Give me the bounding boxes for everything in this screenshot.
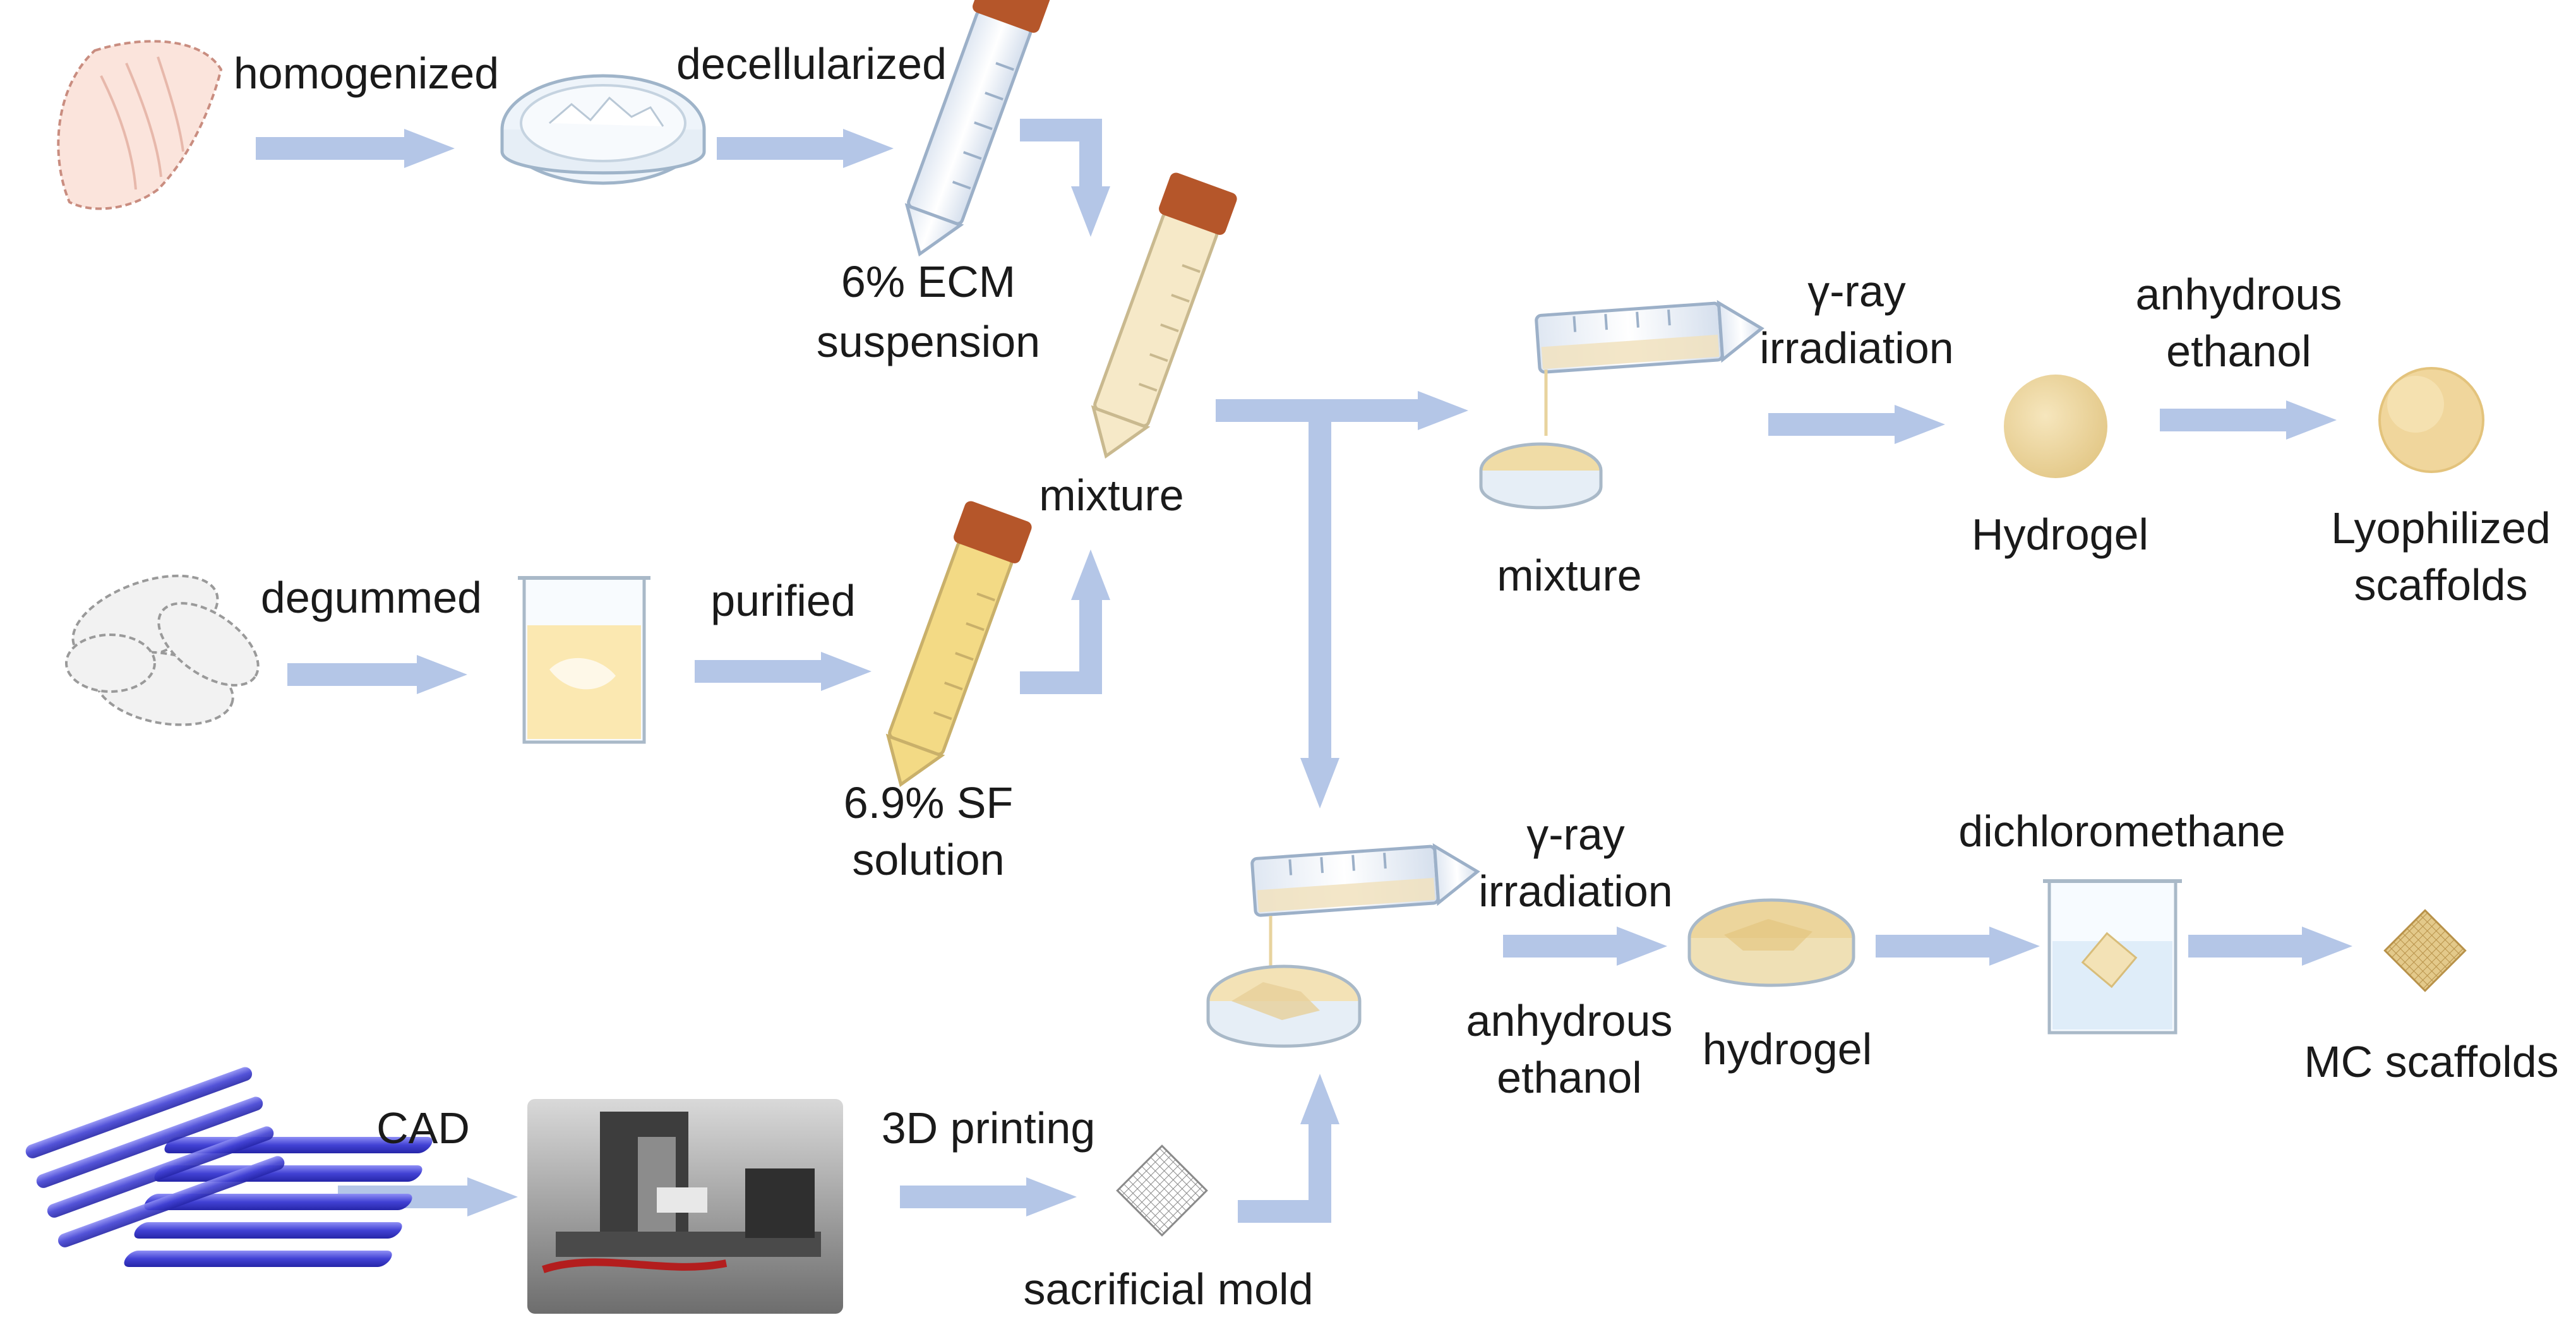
gamma-irradiation-label-line2: irradiation [1478,867,1672,916]
arrow-gamma-lower [1503,927,1667,966]
tissue-icon [57,40,223,210]
arrow-homogenized [256,129,455,168]
arrow-3d-printing [900,1177,1077,1216]
bioprinter-photo-icon [527,1099,843,1314]
hydrogel-disc-icon [2004,375,2107,478]
hydrogel-label: hydrogel [1703,1024,1872,1074]
centrifuge-tube-icon [1091,172,1237,459]
sacrificial-mold-label: sacrificial mold [1024,1264,1314,1314]
step-label-3d-printing: 3D printing [882,1103,1096,1153]
anhydrous-ethanol-label-line2: ethanol [2166,327,2311,376]
arrow-degummed [287,655,467,694]
step-label-purified: purified [710,576,856,625]
lyophilized-disc-icon [2378,367,2484,473]
step-label-decellularized: decellularized [676,39,947,88]
sf-solution-label-line1: 6.9% SF [844,778,1013,827]
centrifuge-tube-icon [885,501,1032,788]
lyophilized-scaffolds-label-line2: scaffolds [2354,560,2528,609]
petri-dish-icon [500,74,706,185]
gamma-irradiation-label-line2: irradiation [1759,323,1953,373]
gamma-irradiation-label-line1: γ-ray [1807,267,1906,316]
grid-mold-icon [1116,1144,1208,1237]
petri-dish-icon [1687,898,1855,987]
pouring-tube-icon [1479,300,1764,510]
pouring-tube-icon [1206,843,1480,1048]
mc-scaffolds-label: MC scaffolds [2304,1037,2558,1086]
beaker-icon [518,576,650,744]
arrow-ethanol-upper [2160,400,2337,440]
centrifuge-tube-icon [904,0,1051,257]
arrow-dcm-to-mc [2188,927,2352,966]
step-label-degummed: degummed [261,573,482,622]
mixture-label: mixture [1497,551,1641,600]
arrow-elbow-mold-up [1300,1074,1339,1223]
arrow-hydrogel-to-dcm [1876,927,2040,966]
arrow-elbow-ecm-down [1071,119,1110,237]
labels: homogenized decellularized 6% ECM suspen… [234,39,2559,1314]
ecm-suspension-label-line1: 6% ECM [841,257,1015,306]
beaker-icon [2043,879,2182,1035]
mixture-label: mixture [1039,471,1183,520]
anhydrous-ethanol-label-line1: anhydrous [1466,996,1673,1045]
step-label-homogenized: homogenized [234,49,499,98]
anhydrous-ethanol-label-line2: ethanol [1497,1053,1642,1102]
arrow-to-upper-branch [1216,391,1468,430]
hydrogel-label: Hydrogel [1972,510,2148,559]
dichloromethane-label: dichloromethane [1958,807,2285,856]
arrow-elbow-sf-up [1071,549,1110,694]
gamma-irradiation-label-line1: γ-ray [1526,810,1625,859]
arrow-decellularized [717,129,894,168]
arrow-to-lower-branch [1300,411,1339,808]
cad-lattice-icon [25,1067,433,1267]
arrow-purified [695,652,872,691]
sf-solution-label-line2: solution [852,835,1004,884]
anhydrous-ethanol-label-line1: anhydrous [2136,270,2342,319]
silkworm-cocoons-icon [65,574,260,726]
lyophilized-scaffolds-label-line1: Lyophilized [2331,503,2551,553]
mc-scaffold-icon [2383,909,2467,992]
ecm-suspension-label-line2: suspension [817,317,1040,366]
step-label-cad: CAD [376,1103,470,1153]
arrow-gamma-upper [1768,405,1945,444]
